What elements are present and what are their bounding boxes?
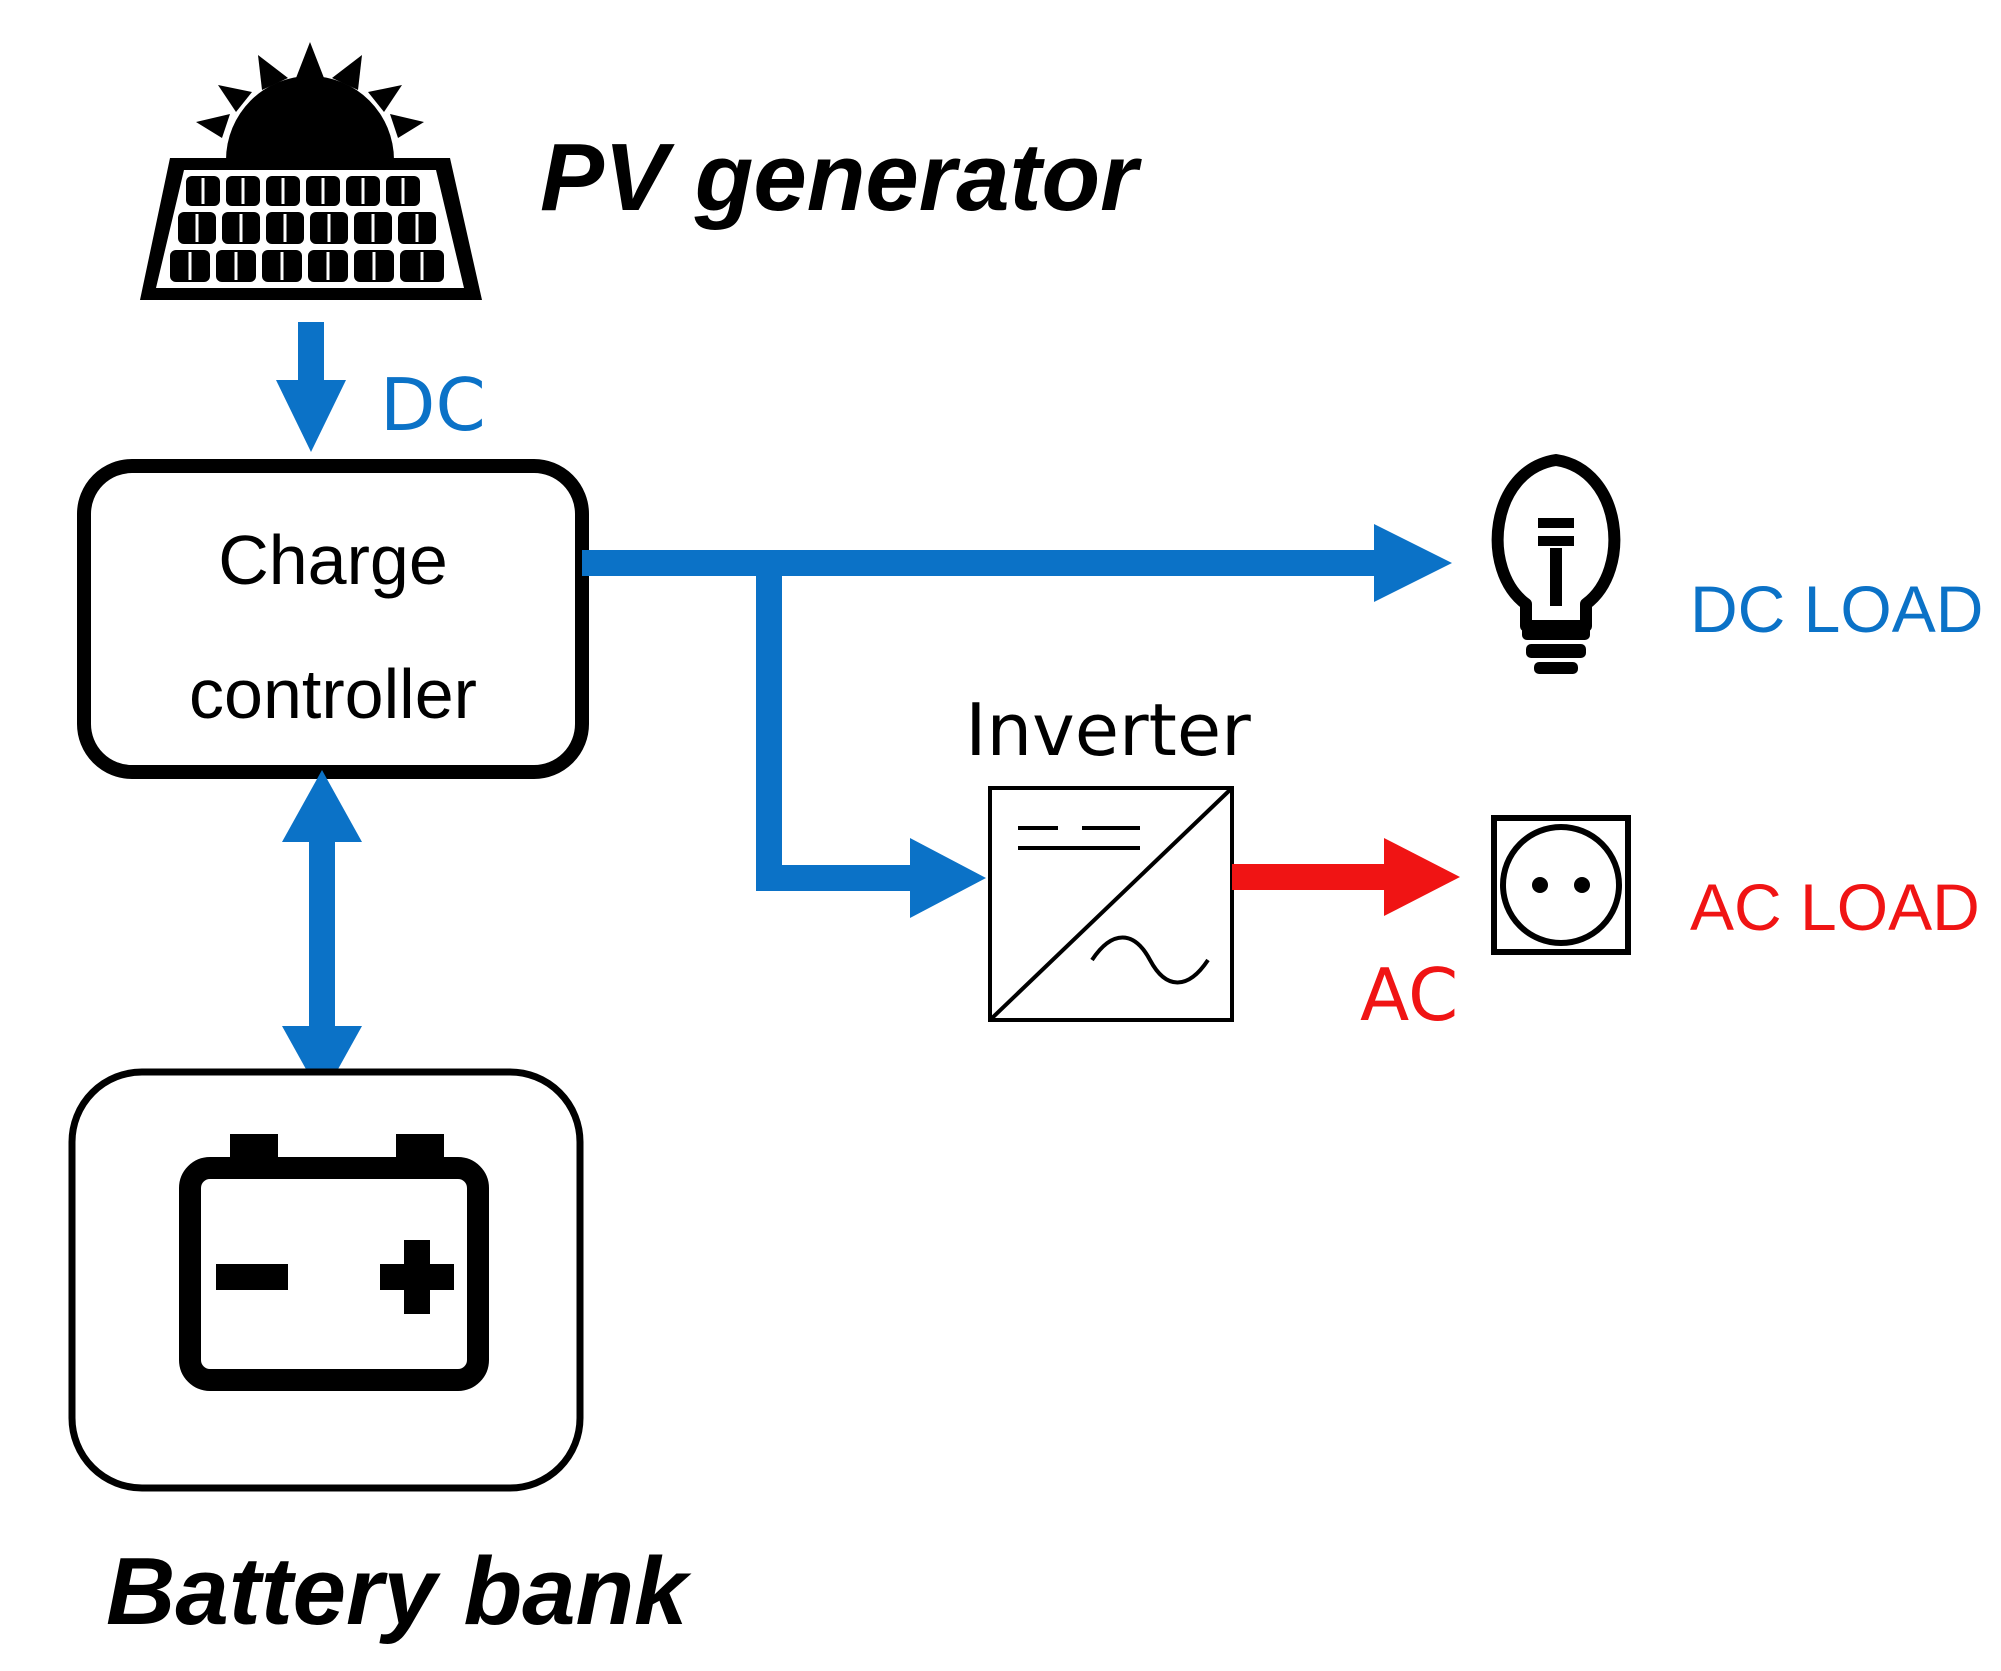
- battery-bank-box: [68, 1068, 584, 1492]
- dc-load-label: DC LOAD: [1690, 572, 1983, 646]
- ac-arrow-to-ac-load: [1232, 838, 1460, 916]
- solar-panel-icon: [140, 42, 482, 300]
- charge-controller-box: [77, 459, 589, 779]
- charge-controller-label-line2: controller: [189, 655, 477, 733]
- light-bulb-icon: [1491, 454, 1621, 674]
- dc-bidirectional-arrow-battery: [282, 770, 362, 1098]
- battery-icon: [179, 1134, 489, 1391]
- ac-load-label: AC LOAD: [1690, 870, 1980, 944]
- charge-controller-label-line1: Charge: [218, 521, 448, 599]
- sun-disc: [226, 76, 394, 160]
- dc-arrow-to-dc-load: [582, 524, 1452, 602]
- battery-bank-label: Battery bank: [106, 1538, 692, 1645]
- dc-flow-label: DC: [380, 363, 486, 447]
- dc-arrow-to-inverter: [756, 563, 986, 918]
- pv-generator-label: PV generator: [540, 124, 1142, 231]
- inverter-label: Inverter: [965, 688, 1251, 772]
- dc-arrow-pv-to-controller: [276, 322, 346, 452]
- inverter-dc-ac-icon: [988, 786, 1234, 1022]
- power-socket-icon: [1491, 815, 1631, 955]
- sun-rays: [196, 42, 424, 138]
- ac-flow-label: AC: [1360, 953, 1458, 1037]
